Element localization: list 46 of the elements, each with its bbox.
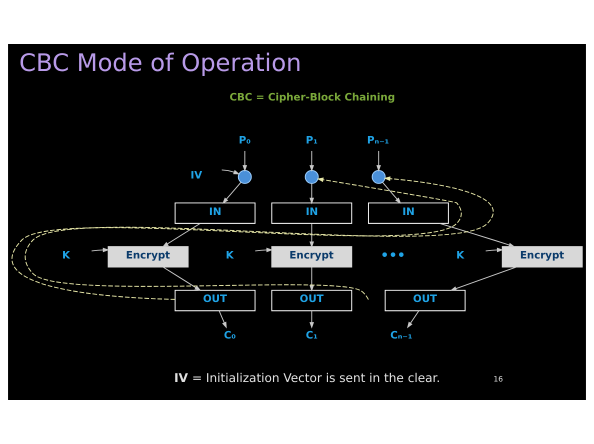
arrow: [221, 170, 240, 174]
node-box: Encrypt: [108, 246, 189, 268]
node-text: P₁: [306, 135, 318, 146]
node-text: K: [456, 250, 464, 262]
node-text: K: [62, 250, 70, 262]
node-box: IN: [174, 202, 256, 224]
label: CBC = Cipher-Block Chaining: [229, 92, 396, 104]
arrow: [162, 266, 202, 291]
node-box: OUT: [174, 290, 256, 312]
diagram-title: CBC Mode of Operation: [19, 48, 302, 77]
arrow: [242, 150, 248, 172]
node-box: OUT: [384, 290, 466, 312]
arrow: [218, 310, 227, 328]
arrow: [309, 223, 314, 248]
node-text: K: [226, 250, 234, 262]
node-text: P₀: [238, 135, 251, 146]
node-circle: [304, 170, 319, 184]
arrow: [450, 266, 516, 291]
node-box: Encrypt: [271, 246, 352, 268]
node-box: IN: [271, 202, 352, 224]
arrow: [162, 223, 200, 248]
arrow: [309, 310, 314, 329]
label: 16: [493, 374, 503, 384]
node-text: Cₙ₋₁: [390, 330, 412, 342]
arrow: [376, 150, 381, 172]
label: IV = Initialization Vector is sent in the clear.: [174, 370, 440, 385]
arrow: [485, 248, 504, 252]
node-text: Pₙ₋₁: [367, 135, 390, 146]
node-circle: [238, 170, 252, 184]
arrow: [91, 248, 110, 252]
node-text: C₀: [224, 330, 236, 342]
arrow: [439, 223, 516, 248]
node-box: OUT: [271, 290, 352, 312]
label: •••: [380, 248, 406, 264]
node-box: Encrypt: [502, 246, 583, 268]
node-box: IN: [368, 202, 449, 224]
arrow: [254, 248, 273, 252]
arrow: [309, 267, 314, 292]
node-text: IV: [190, 170, 202, 182]
arrow: [222, 182, 242, 204]
arrow: [309, 183, 314, 204]
arrow: [309, 150, 314, 172]
arrow: [382, 182, 402, 204]
node-circle: [372, 170, 386, 184]
arrow: [407, 310, 420, 328]
node-text: C₁: [306, 330, 318, 342]
